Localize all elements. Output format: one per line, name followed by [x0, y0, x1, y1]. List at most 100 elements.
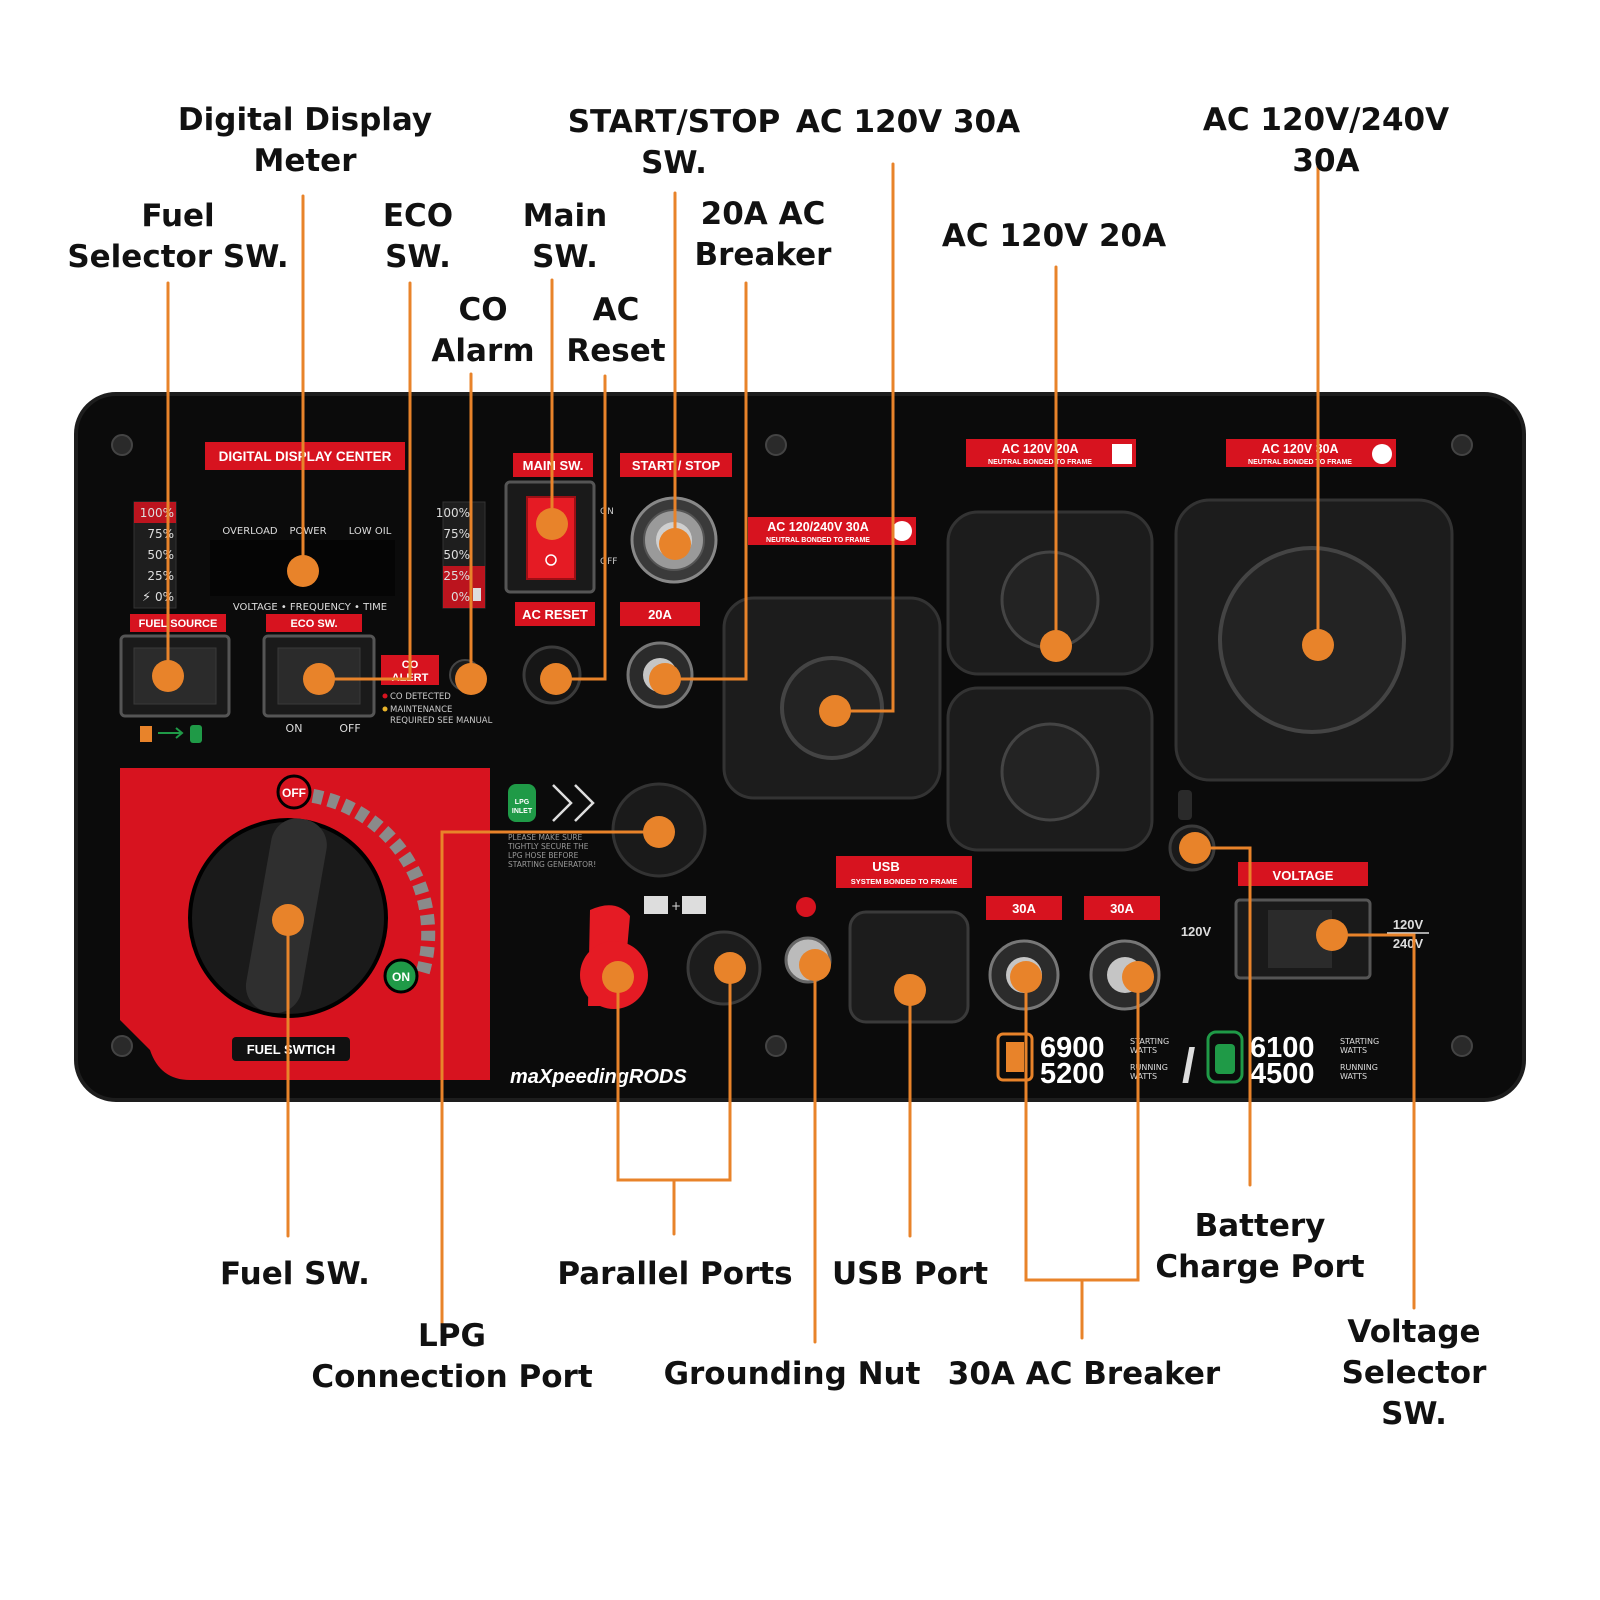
ac-reset-label-bg	[515, 602, 595, 626]
callout-main-switch: Main SW.	[522, 198, 608, 275]
maintenance-dot	[382, 706, 388, 712]
callout-battery-port: Battery Charge Port	[1155, 1208, 1365, 1285]
callout-eco-switch: ECO SW.	[382, 198, 454, 275]
callout-ac-reset: AC Reset	[566, 292, 666, 369]
breaker-30a-b-label: 30A	[1110, 901, 1134, 916]
gauge-right-25: 25%	[443, 569, 470, 583]
brand-logo: maXpeedingRODS	[510, 1066, 687, 1088]
voltage-label-bg	[1238, 862, 1368, 886]
ac-reset-label: AC RESET	[522, 607, 588, 622]
callout-lpg-port: LPG Connection Port	[311, 1318, 593, 1395]
gasoline-icon-fill	[1006, 1042, 1024, 1072]
dial-arc	[296, 787, 436, 978]
gas-can-icon	[140, 726, 152, 742]
outlet-120-240-label-bg	[748, 517, 916, 545]
fuel-pump-icon	[473, 588, 481, 601]
lpg-warning-line3: LPG HOSE BEFORE	[508, 851, 579, 860]
gauge-left-25: 25%	[147, 569, 174, 583]
battery-port-cap-tab	[1178, 790, 1192, 820]
maintenance-text-line1: MAINTENANCE	[390, 705, 452, 715]
callout-breaker-30a: 30A AC Breaker	[947, 1356, 1221, 1392]
voltage-label: VOLTAGE	[1273, 868, 1334, 883]
callout-start-stop: START/STOP SW.	[567, 104, 781, 181]
callout-co-alarm: CO Alarm	[431, 292, 535, 369]
gas-starting-caption-2: WATTS	[1130, 1046, 1157, 1055]
breaker-30a-a-label-bg	[986, 896, 1062, 920]
digital-display-center-label: DIGITAL DISPLAY CENTER	[219, 449, 392, 464]
dial-on-badge	[383, 958, 419, 994]
fuel-source-label: FUEL SOURCE	[139, 618, 218, 630]
breaker-30a-a-label: 30A	[1012, 901, 1036, 916]
eco-sw-label: ECO SW.	[290, 618, 337, 630]
swap-arrow-icon	[158, 727, 184, 739]
lpg-inlet-line1: LPG	[515, 799, 530, 806]
rating-divider: /	[1182, 1040, 1195, 1093]
fuel-switch-label: FUEL SWTICH	[247, 1042, 336, 1057]
breaker-30a-b-label-bg	[1084, 896, 1160, 920]
breaker-20a-label: 20A	[648, 607, 672, 622]
usb-label-bg	[836, 856, 972, 888]
lpg-warning-line1: PLEASE MAKE SURE	[508, 833, 583, 842]
digital-display-center-label-bg	[205, 442, 405, 470]
outlet-120v-20a-socket-bottom	[1000, 722, 1100, 822]
gauge-right-0: 0%	[451, 590, 470, 604]
dial-off-label: OFF	[282, 786, 306, 800]
lpg-running-watts: 4500	[1250, 1058, 1315, 1090]
dial-off-badge	[276, 774, 312, 810]
gauge-left-50: 50%	[147, 548, 174, 562]
lpg-running-caption-2: WATTS	[1340, 1072, 1367, 1081]
battery-icon-a	[644, 896, 668, 914]
battery-icon-b	[682, 896, 706, 914]
ground-symbol-icon	[796, 897, 816, 917]
system-bonded-label: SYSTEM BONDED TO FRAME	[851, 877, 958, 886]
outlet-120v-30a-label: AC 120V 30A	[1261, 442, 1338, 456]
gauge-right-75: 75%	[443, 527, 470, 541]
gauge-left-100: 100%	[140, 506, 174, 520]
lpg-starting-caption-2: WATTS	[1340, 1046, 1367, 1055]
callout-usb-port: USB Port	[831, 1256, 989, 1292]
callout-ac-120v-30a: AC 120V 30A	[795, 104, 1021, 140]
eco-on-label: ON	[286, 722, 303, 735]
screws	[111, 434, 1473, 1057]
gas-running-caption-2: WATTS	[1130, 1072, 1157, 1081]
callout-ac-120-240v-30a: AC 120V/240V 30A	[1202, 102, 1450, 179]
outlet-120-240-bonded: NEUTRAL BONDED TO FRAME	[766, 537, 870, 544]
main-off-label: OFF	[600, 557, 617, 567]
dial-on-label: ON	[392, 970, 410, 984]
gauge-left-75: 75%	[147, 527, 174, 541]
gas-starting-watts: 6900	[1040, 1032, 1105, 1064]
voltage-120v-left-label: 120V	[1181, 924, 1212, 939]
voltage-120v-label: 120V	[1393, 917, 1424, 932]
lpg-running-caption-1: RUNNING	[1340, 1063, 1378, 1072]
lpg-inlet-icon	[508, 784, 536, 822]
eco-sw-label-bg	[266, 614, 362, 632]
gasoline-icon	[996, 1032, 1034, 1082]
fuel-source-label-bg	[130, 614, 226, 632]
eco-off-label: OFF	[339, 722, 360, 735]
voltage-240v-label: 240V	[1393, 936, 1424, 951]
fuel-switch-label-bg	[232, 1037, 350, 1061]
main-switch-off-mark	[545, 554, 557, 566]
lpg-rating-icon-fill	[1215, 1044, 1235, 1074]
lpg-warning-line4: STARTING GENERATOR!	[508, 860, 596, 869]
lpg-rating-icon	[1206, 1030, 1244, 1084]
lpg-starting-watts: 6100	[1250, 1032, 1315, 1064]
tt30-outlet-icon	[1372, 444, 1392, 464]
co-detected-text: CO DETECTED	[390, 692, 451, 702]
duplex-outlet-icon	[1112, 444, 1132, 464]
gas-running-watts: 5200	[1040, 1058, 1105, 1090]
callout-digital-display: Digital Display Meter	[177, 102, 433, 179]
gas-running-caption-1: RUNNING	[1130, 1063, 1168, 1072]
breaker-20a-label-bg	[620, 602, 700, 626]
co-detected-dot	[382, 693, 388, 699]
lpg-starting-caption-1: STARTING	[1340, 1037, 1379, 1046]
outlet-120v-20a-label-bg	[966, 439, 1136, 467]
callout-voltage-selector: Voltage Selector SW.	[1341, 1314, 1487, 1432]
lpg-warning-line2: TIGHTLY SECURE THE	[507, 842, 589, 851]
vft-label: VOLTAGE • FREQUENCY • TIME	[233, 602, 387, 613]
outlet-120-240-label: AC 120/240V 30A	[767, 520, 868, 534]
outlet-120v-20a-bonded: NEUTRAL BONDED TO FRAME	[988, 459, 1092, 466]
maintenance-text-line2: REQUIRED SEE MANUAL	[390, 716, 493, 726]
